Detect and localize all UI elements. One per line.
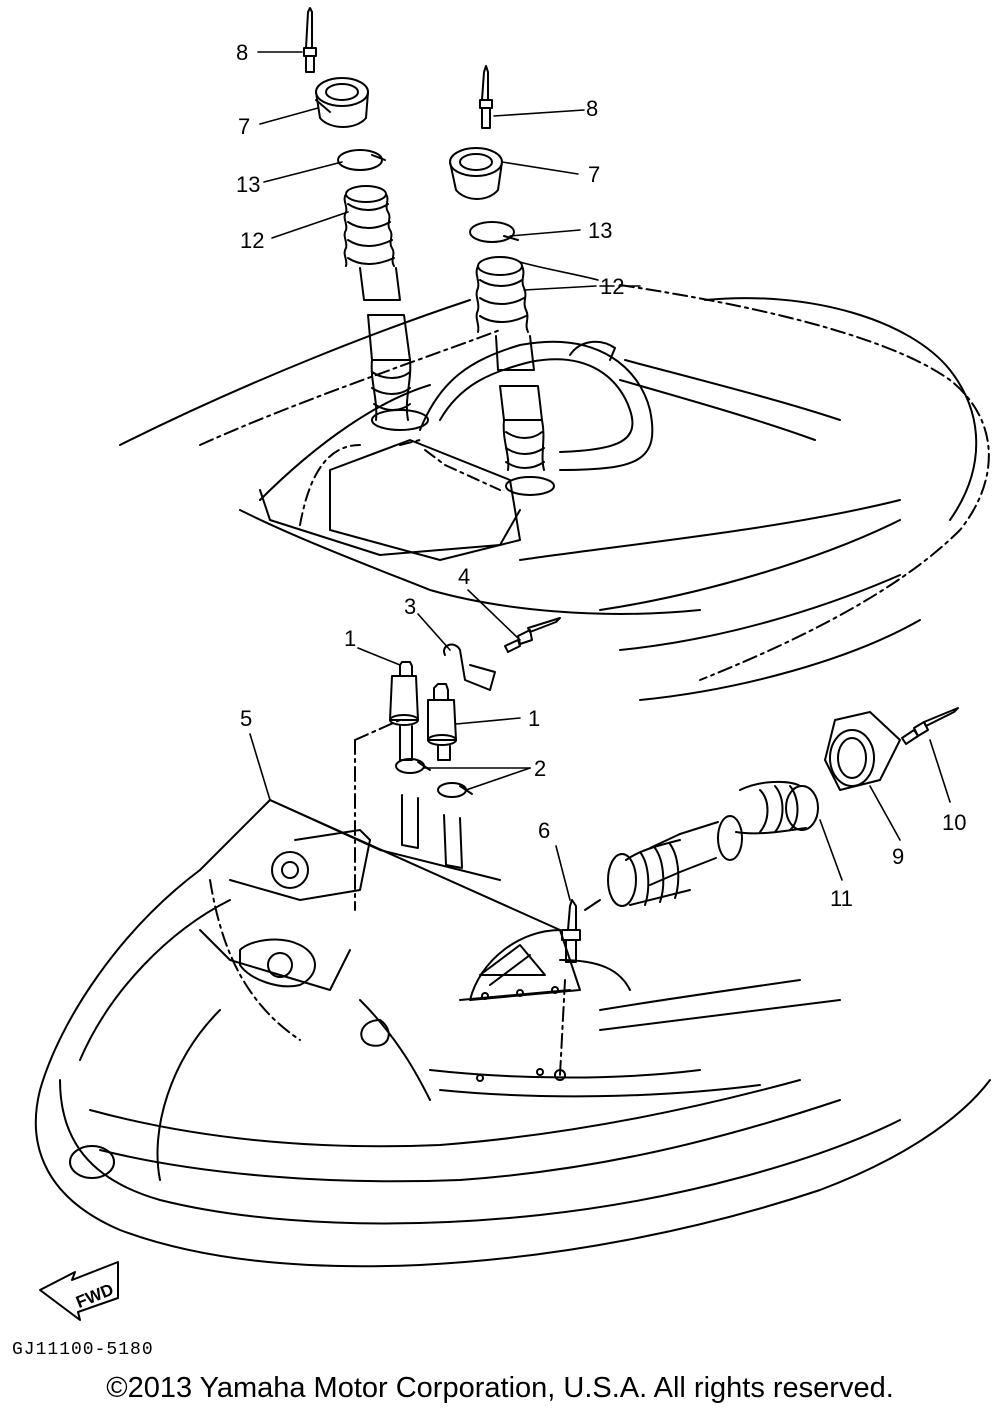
callout-2: 2	[534, 756, 546, 781]
callout-3: 3	[404, 594, 416, 619]
callout-4: 4	[458, 564, 470, 589]
callout-1: 1	[528, 706, 540, 731]
rear-vent-right	[449, 65, 555, 496]
callout-12: 12	[600, 274, 624, 299]
leader-lines	[249, 51, 951, 901]
front-duct-parts	[554, 707, 959, 1081]
callout-7: 7	[238, 114, 250, 139]
callout-13: 13	[588, 218, 612, 243]
callout-8: 8	[586, 96, 598, 121]
callout-5: 5	[240, 706, 252, 731]
callout-7: 7	[588, 162, 600, 187]
callout-8: 8	[236, 40, 248, 65]
fwd-arrow: FWD	[39, 1261, 119, 1321]
rear-deck-outline	[119, 284, 990, 701]
callout-9: 9	[892, 844, 904, 869]
copyright-notice: ©2013 Yamaha Motor Corporation, U.S.A. A…	[106, 1372, 894, 1404]
callout-12: 12	[240, 228, 264, 253]
callout-13: 13	[236, 172, 260, 197]
front-hood-outline	[34, 719, 991, 1268]
callout-6: 6	[538, 818, 550, 843]
callout-11: 11	[830, 886, 853, 911]
callouts: 1 1 2 3 4 5 6 7 7 8 8 9 10 11 12 12 13 1…	[236, 40, 966, 911]
callout-10: 10	[942, 810, 966, 835]
rear-vent-left	[303, 7, 429, 431]
diagram-code: GJ11100-5180	[12, 1340, 154, 1360]
front-vent-parts	[389, 617, 561, 869]
callout-1: 1	[344, 626, 356, 651]
